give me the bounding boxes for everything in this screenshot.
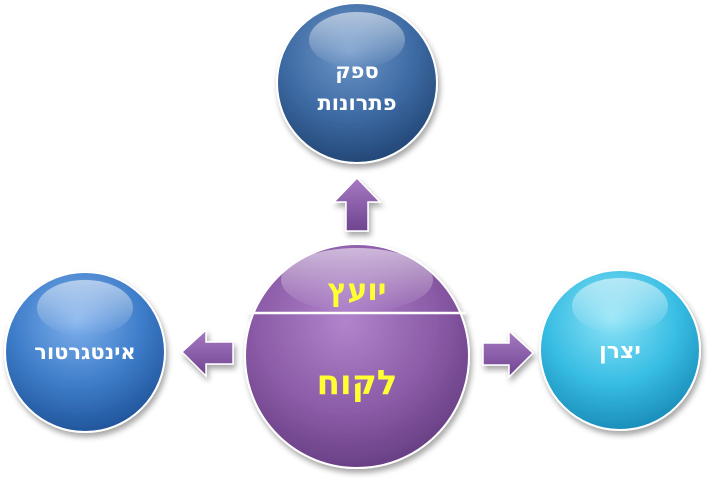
- node-manufacturer-label: יצרן: [599, 339, 641, 364]
- center-label-consultant: יועץ: [328, 273, 387, 308]
- arrow-left: [180, 328, 234, 378]
- node-integrator-label: אינטגרטור: [34, 340, 135, 364]
- node-solution-provider-line1: ספק: [335, 59, 379, 83]
- node-manufacturer: [539, 269, 701, 431]
- node-integrator: [4, 271, 166, 433]
- node-solution-provider: [276, 2, 438, 164]
- center-label-client: לקוח: [317, 363, 398, 403]
- arrow-up: [332, 176, 382, 232]
- node-solution-provider-line2: פתרונות: [317, 91, 396, 115]
- center-node: [244, 243, 470, 469]
- arrow-right: [482, 329, 535, 379]
